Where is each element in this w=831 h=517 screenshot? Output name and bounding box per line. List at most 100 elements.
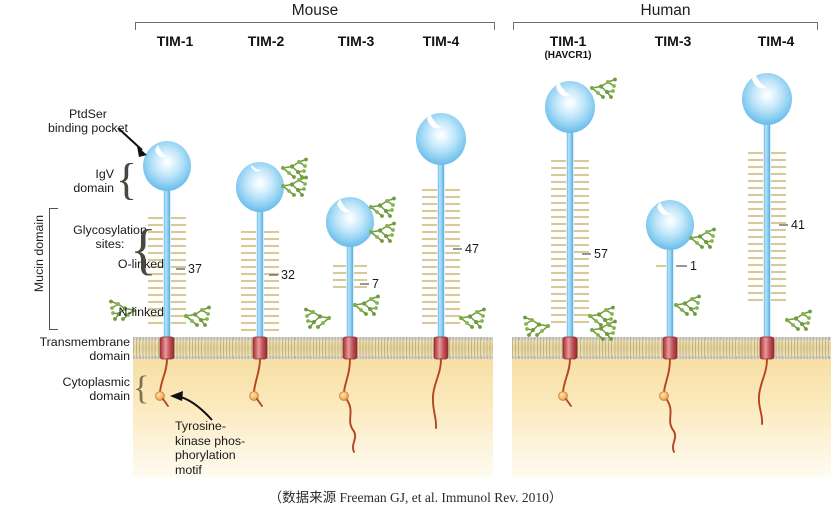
igv-domain-label-line2: domain bbox=[73, 180, 114, 195]
o-linked-ticks-human-tim-1 bbox=[551, 159, 589, 324]
igv-domain-human-tim-3 bbox=[646, 200, 694, 250]
column-sublabel-human-tim-1: (HAVCR1) bbox=[544, 50, 592, 61]
igv-domain-mouse-tim-3 bbox=[326, 197, 374, 247]
o-linked-count-human-tim-3: 1 bbox=[690, 259, 697, 273]
igv-domain-human-tim-1 bbox=[545, 81, 595, 133]
transmembrane-domain-human-tim-1 bbox=[562, 336, 578, 360]
stalk-human-tim-1 bbox=[566, 130, 574, 349]
transmembrane-domain-mouse-tim-3 bbox=[342, 336, 358, 360]
n-linked-glycan bbox=[183, 304, 212, 328]
n-linked-glycan bbox=[522, 314, 551, 338]
transmembrane-label-line2: domain bbox=[89, 348, 130, 363]
transmembrane-domain-mouse-tim-4 bbox=[433, 336, 449, 360]
cell-region-mouse bbox=[133, 337, 493, 477]
column-label-mouse-tim-1: TIM-1 bbox=[156, 33, 194, 49]
molecule-human-tim-1 bbox=[522, 76, 618, 407]
ptdser-pointer-arrow bbox=[117, 127, 143, 151]
o-linked-label: O-linked bbox=[117, 257, 164, 271]
membrane-inner-leaflet bbox=[133, 355, 493, 359]
transmembrane-domain-human-tim-3 bbox=[662, 336, 678, 360]
o-linked-brace: { bbox=[130, 219, 157, 281]
stalk-human-tim-3 bbox=[666, 248, 674, 349]
cytoplasmic-tail-human-tim-1 bbox=[562, 358, 571, 393]
ptdser-pocket-human-tim-1 bbox=[556, 82, 571, 97]
o-linked-ticks-mouse-tim-3 bbox=[333, 264, 367, 289]
mucin-domain-label: Mucin domain bbox=[32, 215, 46, 293]
group-bracket-human bbox=[513, 22, 818, 30]
phosphorylation-motif-mouse-tim-3 bbox=[339, 391, 349, 401]
n-linked-glycan bbox=[458, 306, 487, 330]
ptdser-pocket-human-tim-3 bbox=[657, 202, 671, 216]
o-linked-ticks-mouse-tim-2 bbox=[241, 230, 279, 332]
cytoplasmic-tail-end bbox=[565, 398, 572, 407]
column-label-human-tim-3: TIM-3 bbox=[654, 33, 692, 49]
stalk-mouse-tim-1 bbox=[163, 190, 171, 349]
cytoplasmic-tail-mouse-tim-1 bbox=[159, 358, 168, 393]
plasma-membrane-mouse bbox=[133, 337, 493, 359]
cytoplasmic-label-line1: Cytoplasmic bbox=[62, 375, 130, 389]
transmembrane-domain-mouse-tim-1 bbox=[159, 336, 175, 360]
phosphorylation-motif-mouse-tim-2 bbox=[249, 391, 259, 401]
n-linked-glycan bbox=[303, 306, 332, 330]
ptdser-pocket-mouse-tim-4 bbox=[427, 114, 442, 129]
n-linked-glycan bbox=[784, 308, 813, 332]
tyrosine-label-line3: phorylation bbox=[175, 448, 236, 463]
transmembrane-domain-label: Transmembrane domain bbox=[8, 335, 130, 364]
glycosylation-label-line2: sites: bbox=[95, 236, 125, 251]
stalk-mouse-tim-2 bbox=[256, 210, 264, 349]
membrane-lipid-tails bbox=[133, 340, 493, 356]
phosphorylation-motif-human-tim-1 bbox=[558, 391, 568, 401]
molecule-mouse-tim-4 bbox=[416, 113, 487, 429]
ptdser-pocket-mouse-tim-1 bbox=[155, 145, 167, 158]
mucin-domain-bracket bbox=[49, 208, 58, 330]
o-linked-count-mouse-tim-3: 7 bbox=[372, 277, 379, 291]
tyrosine-label-line2: kinase phos- bbox=[175, 433, 246, 448]
group-bracket-mouse bbox=[135, 22, 495, 30]
tyrosine-label-line1: Tyrosine- bbox=[175, 419, 226, 433]
ptdser-pocket-mouse-tim-3 bbox=[337, 199, 351, 213]
ptdser-label: PtdSer binding pocket bbox=[38, 107, 138, 136]
transmembrane-domain-human-tim-4 bbox=[759, 336, 775, 360]
column-label-human-tim-4: TIM-4 bbox=[757, 33, 795, 49]
column-label-mouse-tim-4: TIM-4 bbox=[422, 33, 460, 49]
igv-domain-label-line1: IgV bbox=[95, 167, 114, 181]
o-linked-count-human-tim-1: 57 bbox=[594, 247, 608, 261]
glycosylation-sites-label: Glycosylation sites: bbox=[56, 223, 164, 252]
column-label-human-tim-1: TIM-1 bbox=[549, 33, 587, 49]
molecule-human-tim-4 bbox=[742, 73, 813, 425]
ptdser-pocket-human-tim-4 bbox=[752, 74, 767, 89]
tyrosine-label-line4: motif bbox=[175, 462, 202, 477]
cytoplasmic-tail-end bbox=[256, 398, 263, 407]
phosphorylation-motif-human-tim-3 bbox=[659, 391, 669, 401]
group-title-mouse: Mouse bbox=[291, 2, 339, 19]
igv-domain-mouse-tim-1 bbox=[143, 141, 191, 191]
ptdser-label-line1: PtdSer bbox=[69, 107, 107, 121]
n-linked-glycan bbox=[589, 76, 618, 100]
igv-domain-human-tim-4 bbox=[742, 73, 792, 125]
o-linked-count-mouse-tim-2: 32 bbox=[281, 268, 295, 282]
n-linked-glycan bbox=[280, 156, 309, 180]
igv-domain-label: IgV domain bbox=[38, 167, 114, 196]
igv-domain-mouse-tim-2 bbox=[236, 162, 284, 212]
ptdser-pocket-mouse-tim-2 bbox=[251, 165, 262, 172]
group-title-human: Human bbox=[640, 2, 691, 19]
cytoplasmic-tail-end bbox=[162, 398, 169, 407]
igv-domain-brace: { bbox=[116, 155, 138, 204]
o-linked-count-mouse-tim-1: 37 bbox=[188, 262, 202, 276]
cytoplasm-mouse bbox=[133, 359, 493, 477]
stalk-human-tim-4 bbox=[763, 122, 771, 349]
column-label-mouse-tim-3: TIM-3 bbox=[337, 33, 375, 49]
figure-source-caption: （数据来源 Freeman GJ, et al. Immunol Rev. 20… bbox=[268, 490, 563, 505]
cytoplasmic-tail-mouse-tim-3 bbox=[343, 358, 351, 393]
molecule-mouse-tim-1 bbox=[108, 141, 212, 407]
tyrosine-kinase-motif-label: Tyrosine- kinase phos- phorylation motif bbox=[175, 419, 295, 478]
o-linked-ticks-mouse-tim-1 bbox=[148, 216, 186, 325]
cytoplasmic-tail-extended-human-tim-3 bbox=[666, 399, 677, 453]
molecule-mouse-tim-3 bbox=[303, 195, 397, 453]
cytoplasmic-label-line2: domain bbox=[89, 388, 130, 403]
phosphorylation-motif-mouse-tim-1 bbox=[155, 391, 165, 401]
molecule-human-tim-3 bbox=[646, 200, 717, 453]
tyrosine-motif-arrowhead bbox=[170, 391, 183, 401]
